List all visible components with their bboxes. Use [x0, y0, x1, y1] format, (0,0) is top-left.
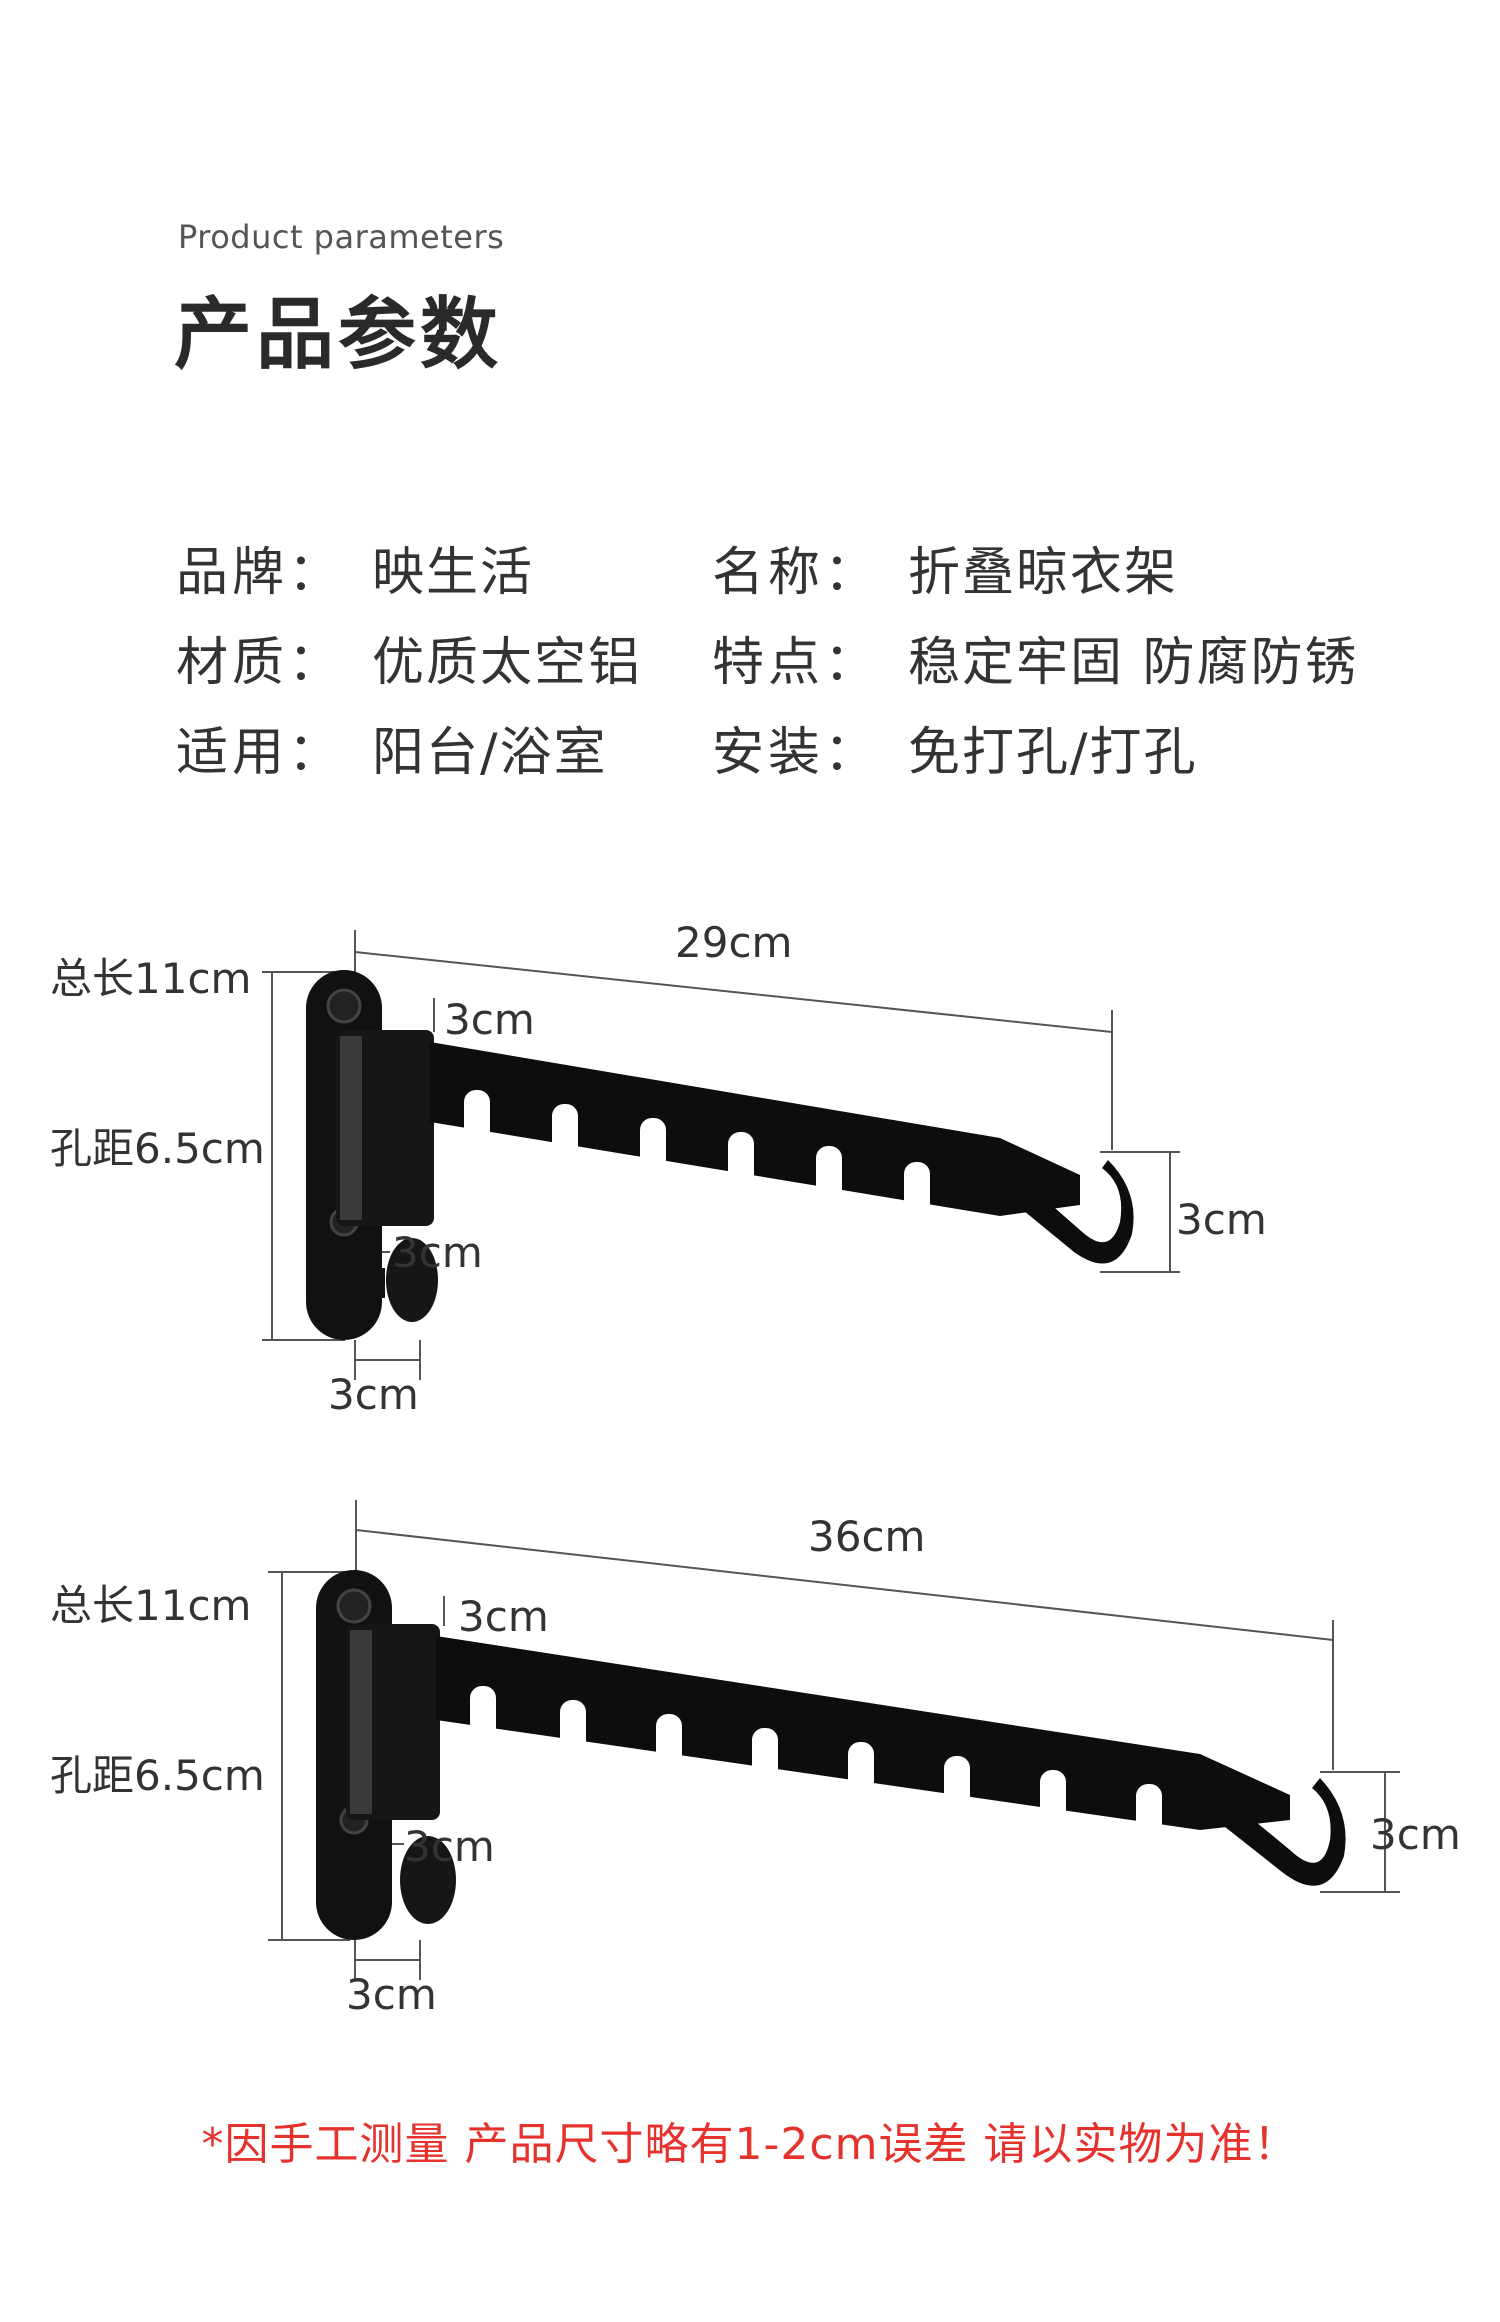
knob-stem [352, 1868, 392, 1898]
param-value: 折叠晾衣架 [908, 543, 1179, 603]
param-value: 优质太空铝 [372, 633, 643, 693]
rack-small-arm-length: 29cm [675, 918, 793, 967]
param-value: 免打孔/打孔 [908, 723, 1198, 783]
param-install: 安装： 免打孔/打孔 [712, 710, 1198, 785]
param-material: 材质： 优质太空铝 [176, 620, 642, 695]
rack-large-hook-height: 3cm [1370, 1810, 1461, 1859]
param-key: 安装： [712, 723, 881, 783]
rack-small-hole-spacing: 孔距6.5cm [50, 1124, 265, 1173]
knob-head [386, 1238, 438, 1322]
screw-hole-top [336, 1588, 372, 1624]
param-usage: 适用： 阳台/浴室 [176, 710, 608, 785]
rack-large-total-length: 总长11cm [50, 1581, 252, 1630]
rack-large-hole-spacing: 孔距6.5cm [50, 1751, 265, 1800]
arm-slots [464, 1090, 930, 1224]
param-value: 映生活 [372, 543, 535, 603]
knob-stem [345, 1268, 385, 1298]
param-key: 材质： [176, 633, 345, 693]
knob-head [400, 1836, 456, 1924]
page-title: 产品参数 [174, 290, 503, 380]
rack-arm [436, 1636, 1290, 1830]
screw-hole-top [326, 988, 362, 1024]
param-value: 阳台/浴室 [372, 723, 608, 783]
param-brand: 品牌： 映生活 [176, 530, 534, 605]
rack-small-knob-width: 3cm [328, 1370, 419, 1419]
arm-slots [470, 1686, 1162, 1846]
rack-small-hook-height: 3cm [1176, 1195, 1267, 1244]
rack-large-diagram [0, 1500, 1500, 2020]
rack-small-top-offset: 3cm [444, 995, 535, 1044]
rack-small-diagram [0, 900, 1500, 1420]
param-feature: 特点： 稳定牢固 防腐防锈 [712, 620, 1359, 695]
rack-large-bottom-offset: 3cm [404, 1822, 495, 1871]
param-name: 名称： 折叠晾衣架 [712, 530, 1178, 605]
end-hook [1196, 1776, 1346, 1886]
param-key: 名称： [712, 543, 881, 603]
param-key: 品牌： [176, 543, 345, 603]
rack-large-arm-length: 36cm [808, 1512, 926, 1561]
subtitle: Product parameters [178, 218, 505, 256]
param-key: 特点： [712, 633, 881, 693]
rack-small-total-length: 总长11cm [50, 954, 252, 1003]
measurement-note: *因手工测量 产品尺寸略有1-2cm误差 请以实物为准！ [201, 2119, 1299, 2170]
end-hook [996, 1160, 1134, 1264]
rack-large-top-offset: 3cm [458, 1592, 549, 1641]
param-key: 适用： [176, 723, 345, 783]
rack-large-knob-width: 3cm [346, 1970, 437, 2019]
rack-small-bottom-offset: 3cm [392, 1228, 483, 1277]
rack-arm [430, 1042, 1080, 1216]
param-value: 稳定牢固 防腐防锈 [908, 633, 1359, 693]
